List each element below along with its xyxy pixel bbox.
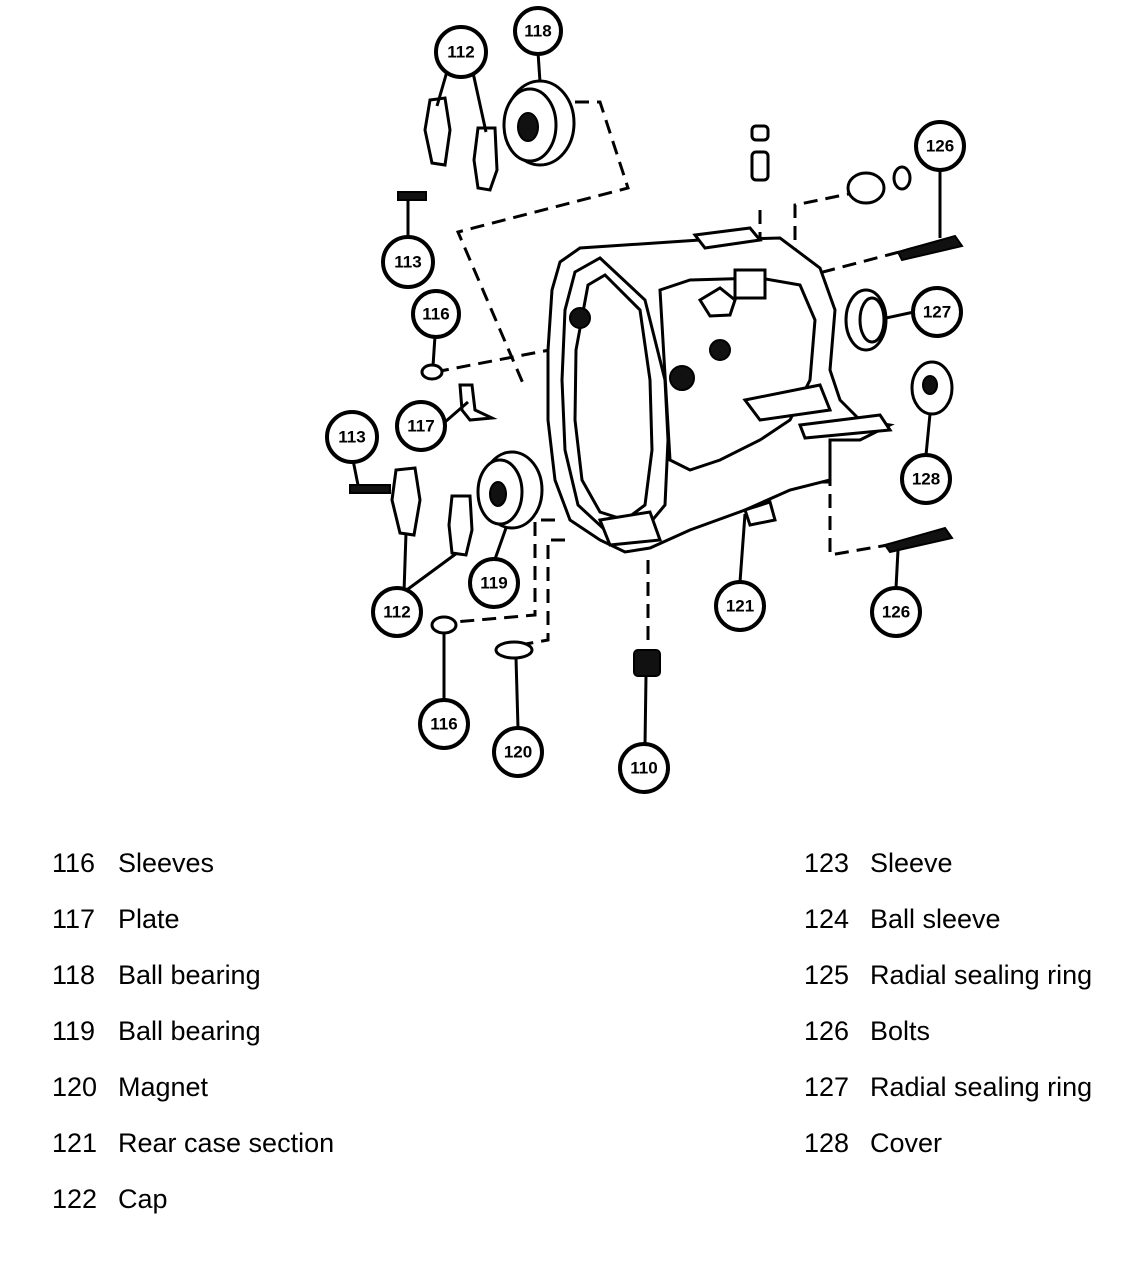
callout-112-upper: 112 bbox=[434, 25, 488, 79]
legend-number: 126 bbox=[804, 1016, 850, 1046]
part-117-plate bbox=[458, 383, 498, 422]
svg-text:118: 118 bbox=[524, 22, 551, 41]
legend-number: 117 bbox=[52, 904, 96, 934]
legend-item: 120 Magnet bbox=[52, 1074, 334, 1130]
exploded-view-diagram: 112 118 113 116 117 113 119 112 116 120 … bbox=[325, 6, 966, 794]
legend-label: Radial sealing ring bbox=[870, 960, 1093, 990]
callout-128: 128 bbox=[900, 453, 952, 505]
svg-text:119: 119 bbox=[480, 574, 507, 593]
part-112-upper-shift-forks bbox=[423, 96, 499, 192]
legend-number: 118 bbox=[52, 960, 96, 990]
callout-126-lower: 126 bbox=[870, 586, 922, 638]
svg-text:116: 116 bbox=[430, 715, 457, 734]
legend-number: 123 bbox=[804, 848, 850, 878]
callout-121: 121 bbox=[714, 580, 766, 632]
callout-116-lower: 116 bbox=[418, 698, 470, 750]
part-127-radial-sealing-ring bbox=[844, 288, 888, 352]
svg-text:121: 121 bbox=[726, 597, 754, 616]
legend-label: Radial sealing ring bbox=[870, 1072, 1093, 1102]
legend-item: 123 Sleeve bbox=[804, 850, 1092, 906]
part-116-upper-sleeve bbox=[420, 363, 444, 381]
callout-127: 127 bbox=[911, 286, 963, 338]
svg-text:120: 120 bbox=[504, 743, 532, 762]
legend-item: 118 Ball bearing bbox=[52, 962, 334, 1018]
part-112-lower-shift-forks bbox=[390, 466, 474, 557]
callout-110: 110 bbox=[618, 742, 670, 794]
svg-text:113: 113 bbox=[394, 253, 421, 272]
callout-126-upper: 126 bbox=[914, 120, 966, 172]
legend-label: Ball bearing bbox=[118, 960, 261, 990]
svg-text:128: 128 bbox=[912, 470, 940, 489]
svg-text:116: 116 bbox=[422, 305, 449, 324]
callout-112-lower: 112 bbox=[371, 586, 423, 638]
legend-label: Bolts bbox=[870, 1016, 931, 1046]
legend-number: 116 bbox=[52, 848, 96, 878]
legend-label: Plate bbox=[118, 904, 180, 934]
callout-113-upper: 113 bbox=[381, 235, 435, 289]
part-118-ball-bearing bbox=[502, 79, 576, 167]
legend-label: Ball bearing bbox=[118, 1016, 261, 1046]
part-110-plug bbox=[633, 649, 661, 677]
svg-text:112: 112 bbox=[383, 603, 410, 622]
callout-116-upper: 116 bbox=[411, 289, 461, 339]
svg-text:110: 110 bbox=[630, 759, 657, 778]
legend-item: 124 Ball sleeve bbox=[804, 906, 1092, 962]
svg-text:117: 117 bbox=[407, 417, 434, 436]
legend-label: Cover bbox=[870, 1128, 943, 1158]
legend-item: 117 Plate bbox=[52, 906, 334, 962]
legend-item: 119 Ball bearing bbox=[52, 1018, 334, 1074]
svg-text:127: 127 bbox=[923, 303, 951, 322]
callout-119: 119 bbox=[468, 557, 520, 609]
part-119-ball-bearing bbox=[476, 450, 544, 530]
part-113-upper-bolt bbox=[397, 191, 427, 201]
svg-text:126: 126 bbox=[882, 603, 910, 622]
rear-case-housing bbox=[546, 226, 895, 554]
part-upper-right-seal bbox=[846, 165, 912, 205]
legend-item: 122 Cap bbox=[52, 1186, 334, 1242]
leader-lines bbox=[351, 51, 942, 746]
legend-label: Sleeve bbox=[870, 848, 953, 878]
legend-item: 121 Rear case section bbox=[52, 1130, 334, 1186]
legend-item: 125 Radial sealing ring bbox=[804, 962, 1092, 1018]
part-120-magnet bbox=[494, 640, 534, 660]
legend-number: 121 bbox=[52, 1128, 98, 1158]
legend-number: 119 bbox=[52, 1016, 96, 1046]
svg-text:112: 112 bbox=[447, 43, 474, 62]
legend-label: Ball sleeve bbox=[870, 904, 1001, 934]
legend-item: 116 Sleeves bbox=[52, 850, 334, 906]
legend-number: 124 bbox=[804, 904, 850, 934]
part-113-lower-bolt bbox=[349, 484, 391, 494]
svg-text:126: 126 bbox=[926, 137, 954, 156]
part-126-upper-bolt bbox=[896, 234, 964, 262]
legend-number: 120 bbox=[52, 1072, 98, 1102]
legend-label: Sleeves bbox=[118, 848, 215, 878]
legend-item: 128 Cover bbox=[804, 1130, 1092, 1186]
legend-label: Magnet bbox=[118, 1072, 209, 1102]
callout-120: 120 bbox=[492, 726, 544, 778]
legend-item: 126 Bolts bbox=[804, 1018, 1092, 1074]
legend-number: 127 bbox=[804, 1072, 850, 1102]
part-116-lower-sleeve bbox=[430, 615, 458, 635]
part-126-lower-bolt bbox=[883, 526, 954, 554]
legend-label: Rear case section bbox=[118, 1128, 335, 1158]
legend-number: 125 bbox=[804, 960, 850, 990]
part-top-sleeves bbox=[750, 124, 770, 182]
callout-118: 118 bbox=[513, 6, 563, 56]
legend-label: Cap bbox=[118, 1184, 168, 1214]
legend-number: 128 bbox=[804, 1128, 850, 1158]
legend-item: 127 Radial sealing ring bbox=[804, 1074, 1092, 1130]
legend-number: 122 bbox=[52, 1184, 98, 1214]
part-128-cover bbox=[910, 360, 954, 416]
svg-text:113: 113 bbox=[338, 428, 365, 447]
callout-117: 117 bbox=[395, 400, 447, 452]
callout-113-lower: 113 bbox=[325, 410, 379, 464]
